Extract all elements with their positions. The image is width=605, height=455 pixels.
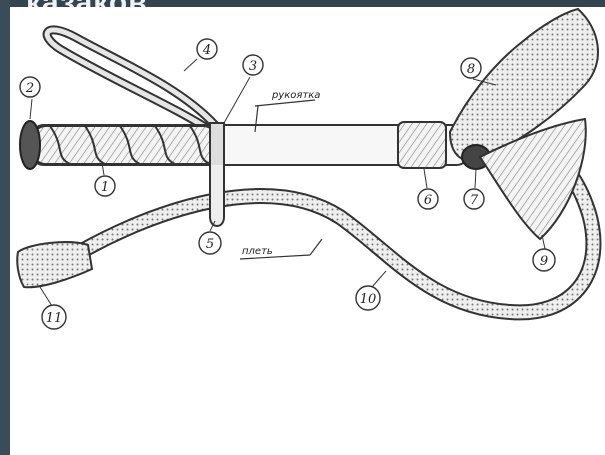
callout-10: 10 [356, 271, 386, 310]
caption-lash: плеть [242, 246, 273, 257]
front-wrap [398, 122, 446, 168]
svg-text:6: 6 [424, 193, 432, 208]
svg-text:7: 7 [470, 193, 479, 208]
handle-braid [32, 126, 217, 164]
strap-wrap [210, 123, 224, 167]
svg-text:11: 11 [46, 311, 63, 326]
whip-illustration: рукоятка плеть 2 4 3 8 1 6 7 5 [10, 7, 605, 332]
callout-11: 11 [40, 287, 66, 329]
callout-9: 9 [533, 235, 555, 271]
callout-7: 7 [464, 169, 484, 209]
callout-2: 2 [20, 77, 40, 119]
empty-content-area [10, 332, 605, 455]
svg-text:9: 9 [540, 254, 548, 269]
svg-text:5: 5 [206, 237, 214, 252]
svg-text:10: 10 [360, 292, 377, 307]
svg-text:8: 8 [467, 62, 475, 77]
caption-handle: рукоятка [271, 90, 320, 101]
callout-4: 4 [184, 39, 217, 71]
callout-6: 6 [418, 169, 438, 209]
callout-1: 1 [95, 163, 115, 196]
slide-left-frame [0, 0, 10, 455]
lash-end-tip [17, 242, 92, 287]
svg-text:2: 2 [25, 81, 34, 96]
loop-strap [47, 30, 215, 129]
svg-text:3: 3 [249, 59, 257, 74]
hanging-loop [210, 165, 224, 226]
svg-text:4: 4 [202, 43, 211, 58]
handle-end-knob [20, 121, 40, 169]
svg-text:1: 1 [101, 180, 109, 195]
